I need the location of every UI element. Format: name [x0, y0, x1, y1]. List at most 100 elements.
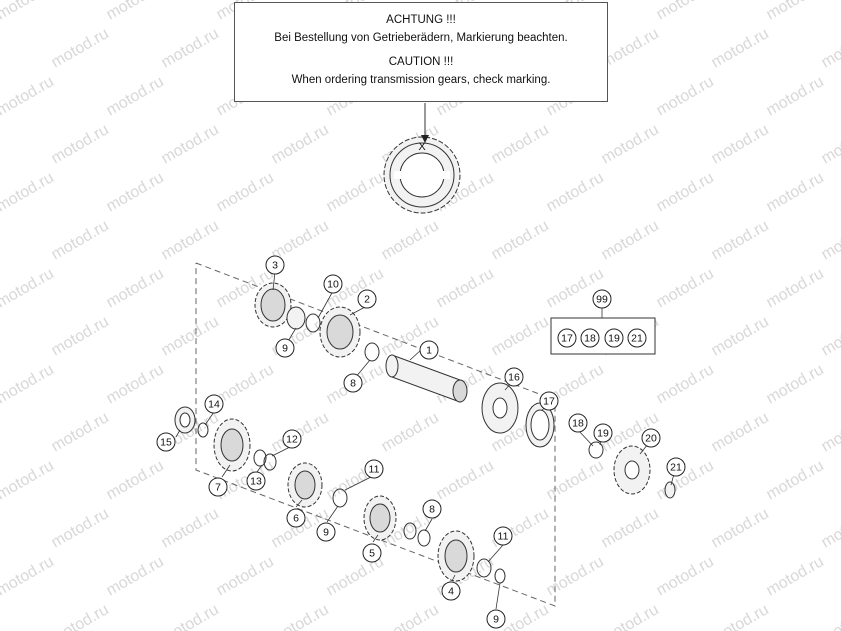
callout-11: 11: [364, 459, 384, 479]
watermark-text: motod.ru: [764, 0, 827, 23]
notice-heading-de: ACHTUNG !!!: [386, 14, 456, 26]
watermark-text: motod.ru: [49, 601, 112, 631]
assembly-outline: [195, 262, 556, 607]
callout-circle: [666, 457, 686, 477]
callout-number: 21: [670, 462, 682, 474]
callout-5: 5: [362, 543, 382, 563]
callout-7: 7: [208, 477, 228, 497]
watermark-text: motod.ru: [159, 25, 222, 71]
watermark-text: motod.ru: [819, 217, 841, 263]
callout-circle: [592, 289, 612, 309]
callout-circle: [204, 394, 224, 414]
main-shaft-group: [254, 282, 676, 499]
notice-text-en: When ordering transmission gears, check …: [291, 74, 551, 86]
callout-circle: [539, 391, 559, 411]
callout-8: 8: [422, 499, 442, 519]
callout-number: 2: [364, 294, 370, 306]
watermark-text: motod.ru: [764, 169, 827, 215]
watermark-text: motod.ru: [104, 265, 167, 311]
callout-3: 3: [265, 255, 285, 275]
watermark-text: motod.ru: [654, 265, 717, 311]
watermark-text: motod.ru: [599, 217, 662, 263]
watermark-text: motod.ru: [0, 121, 2, 167]
callout-17: 17: [557, 328, 577, 348]
watermark-text: motod.ru: [819, 505, 841, 551]
watermark-text: motod.ru: [379, 601, 442, 631]
callout-number: 9: [323, 527, 329, 539]
callout-circle: [568, 413, 588, 433]
watermark-text: motod.ru: [709, 25, 772, 71]
callout-2: 2: [357, 289, 377, 309]
callout-9: 9: [486, 609, 506, 629]
callout-circle: [208, 477, 228, 497]
watermark-text: motod.ru: [324, 169, 387, 215]
callout-99: 99: [592, 289, 612, 309]
callout-19: 19: [604, 328, 624, 348]
callout-circle: [156, 432, 176, 452]
watermark-text: motod.ru: [434, 265, 497, 311]
watermark-text: motod.ru: [0, 553, 57, 599]
watermark-text: motod.ru: [709, 313, 772, 359]
callout-number: 4: [448, 586, 454, 598]
watermark-text: motod.ru: [104, 361, 167, 407]
callout-circle: [265, 255, 285, 275]
watermark-text: motod.ru: [49, 25, 112, 71]
callout-circle: [286, 508, 306, 528]
callout-number: 18: [584, 333, 596, 345]
notice-heading-en: CAUTION !!!: [388, 56, 454, 68]
watermark-text: motod.ru: [709, 409, 772, 455]
callout-circle: [593, 423, 613, 443]
marking-label: X: [418, 141, 426, 153]
callout-circle: [493, 526, 513, 546]
watermark-text: motod.ru: [49, 409, 112, 455]
watermark-text: motod.ru: [269, 121, 332, 167]
watermark-text: motod.ru: [709, 505, 772, 551]
callout-18: 18: [580, 328, 600, 348]
watermark-text: motod.ru: [544, 553, 607, 599]
callout-number: 15: [160, 437, 172, 449]
watermark-text: motod.ru: [159, 121, 222, 167]
watermark-text: motod.ru: [819, 409, 841, 455]
callout-circle: [246, 471, 266, 491]
watermark-text: motod.ru: [0, 0, 57, 23]
watermark-text: motod.ru: [0, 265, 57, 311]
callout-circle: [316, 522, 336, 542]
watermark-text: motod.ru: [654, 73, 717, 119]
callout-number: 3: [272, 260, 278, 272]
watermark-text: motod.ru: [159, 313, 222, 359]
callout-circle: [557, 328, 577, 348]
callout-9: 9: [275, 338, 295, 358]
callout-20: 20: [641, 428, 661, 448]
watermark-text: motod.ru: [0, 217, 2, 263]
callout-number: 20: [645, 433, 657, 445]
callout-21: 21: [627, 328, 647, 348]
callout-number: 9: [493, 614, 499, 626]
callout-circle: [486, 609, 506, 629]
callout-number: 19: [608, 333, 620, 345]
marking-gear-illustration: [383, 103, 461, 214]
watermark-text: motod.ru: [709, 217, 772, 263]
callout-number: 99: [596, 294, 608, 306]
watermark-text: motod.ru: [709, 121, 772, 167]
watermark-text: motod.ru: [489, 121, 552, 167]
watermark-text: motod.ru: [654, 0, 717, 23]
callout-15: 15: [156, 432, 176, 452]
callout-circle: [641, 428, 661, 448]
watermark-text: motod.ru: [599, 505, 662, 551]
watermark-text: motod.ru: [764, 361, 827, 407]
watermark-text: motod.ru: [819, 121, 841, 167]
callout-circle: [357, 289, 377, 309]
watermark-text: motod.ru: [104, 457, 167, 503]
callout-circle: [422, 499, 442, 519]
callout-number: 1: [426, 345, 432, 357]
watermark-text: motod.ru: [214, 553, 277, 599]
watermark-text: motod.ru: [104, 553, 167, 599]
callout-number: 8: [350, 378, 356, 390]
watermark-text: motod.ru: [654, 169, 717, 215]
callout-circle: [323, 274, 343, 294]
callout-1: 1: [419, 340, 439, 360]
watermark-text: motod.ru: [49, 505, 112, 551]
watermark-text: motod.ru: [269, 601, 332, 631]
watermark-text: motod.ru: [434, 457, 497, 503]
